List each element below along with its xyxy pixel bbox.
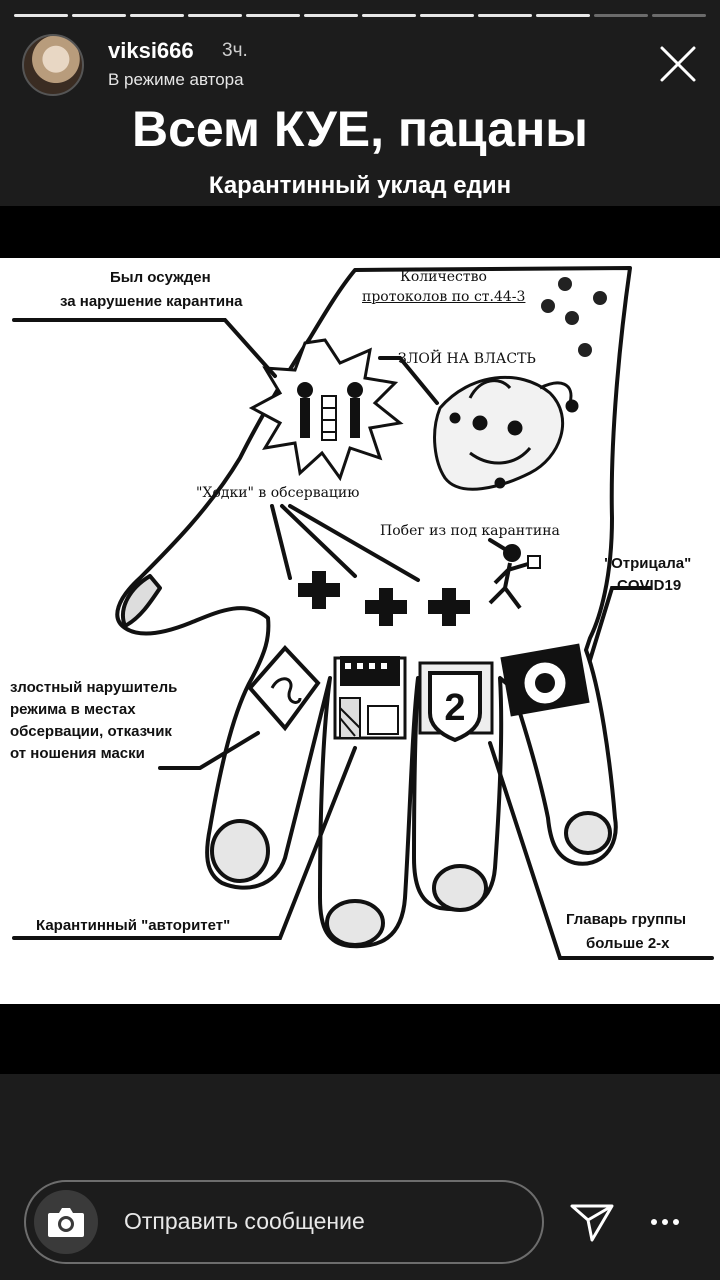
story-header: viksi666 3ч. В режиме автора bbox=[22, 34, 698, 98]
send-button[interactable] bbox=[568, 1198, 616, 1246]
post-headline: Всем КУЕ, пацаны bbox=[131, 101, 588, 157]
label-protocols: Количество bbox=[400, 269, 487, 285]
ring-number: 2 bbox=[444, 687, 465, 729]
progress-segment bbox=[652, 14, 706, 17]
avatar[interactable] bbox=[22, 34, 84, 96]
label-violator-4: от ношения маски bbox=[10, 745, 145, 762]
running-man-tattoo bbox=[488, 544, 541, 610]
label-protocols-2: протоколов по ст.44-3 bbox=[362, 289, 526, 305]
progress-segment bbox=[14, 14, 68, 17]
progress-segment bbox=[246, 14, 300, 17]
message-input[interactable] bbox=[124, 1208, 524, 1235]
label-leader-1: Главарь группы bbox=[566, 911, 687, 928]
progress-segment bbox=[304, 14, 358, 17]
paper-plane-icon bbox=[570, 1204, 614, 1242]
camera-icon bbox=[48, 1208, 84, 1237]
progress-segment bbox=[362, 14, 416, 17]
label-convicted: Был осужден bbox=[110, 269, 211, 286]
image-border-top bbox=[0, 206, 720, 258]
author-mode-label: В режиме автора bbox=[108, 70, 244, 89]
progress-segment bbox=[130, 14, 184, 17]
hand-drawing: 2 bbox=[12, 266, 714, 960]
camera-button[interactable] bbox=[34, 1190, 98, 1254]
protocol-dots bbox=[541, 277, 607, 357]
progress-segment bbox=[420, 14, 474, 17]
label-walks: "Ходки" в обсервацию bbox=[196, 485, 360, 501]
post-subheadline: Карантинный уклад един bbox=[208, 172, 512, 199]
message-composer[interactable] bbox=[24, 1180, 544, 1264]
label-violator-1: злостный нарушитель bbox=[10, 679, 178, 696]
progress-segment bbox=[188, 14, 242, 17]
ring-tattoos: 2 bbox=[247, 643, 590, 743]
close-button[interactable] bbox=[658, 44, 698, 84]
label-evil: ЗЛОЙ НА ВЛАСТЬ bbox=[398, 351, 536, 367]
jester-tattoo bbox=[433, 375, 579, 491]
progress-segment bbox=[594, 14, 648, 17]
close-icon bbox=[660, 46, 696, 82]
pointer-lines bbox=[12, 318, 714, 960]
label-denier-2: COVID19 bbox=[617, 577, 682, 594]
post-time: 3ч. bbox=[222, 40, 248, 61]
username[interactable]: viksi666 bbox=[108, 38, 194, 63]
image-border-bottom bbox=[0, 1004, 720, 1074]
label-denier: "Отрицала" bbox=[604, 555, 692, 572]
label-convicted-2: за нарушение карантина bbox=[60, 293, 243, 310]
label-authority: Карантинный "авторитет" bbox=[36, 917, 231, 934]
label-violator-3: обсервации, отказчик bbox=[10, 723, 172, 740]
starburst-tattoo bbox=[248, 338, 404, 482]
more-dots-icon bbox=[651, 1219, 657, 1225]
more-button[interactable] bbox=[640, 1198, 690, 1246]
hand-tattoo-illustration: 2 Был осужден за нарушение карантина Кол… bbox=[0, 258, 720, 1004]
progress-segment bbox=[72, 14, 126, 17]
label-leader-2: больше 2-х bbox=[586, 935, 670, 952]
story-progress bbox=[14, 14, 706, 18]
label-violator-2: режима в местах bbox=[10, 701, 136, 718]
label-escape: Побег из под карантина bbox=[380, 523, 560, 539]
observation-crosses bbox=[298, 571, 470, 626]
progress-segment bbox=[536, 14, 590, 17]
progress-segment bbox=[478, 14, 532, 17]
